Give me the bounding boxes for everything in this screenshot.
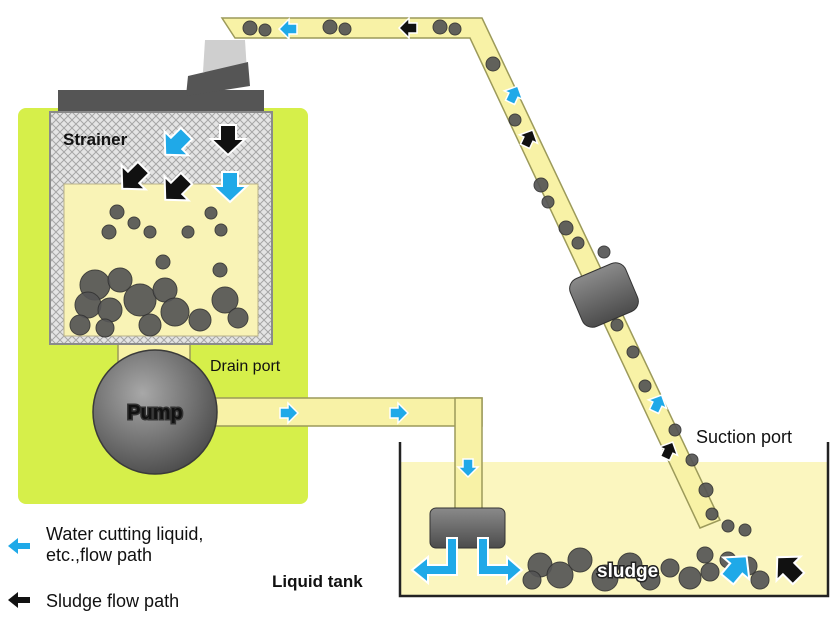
sludge-label: sludge: [597, 561, 658, 582]
sludge-particle: [522, 570, 542, 590]
sludge-particle: [211, 286, 239, 314]
sludge-particle: [738, 523, 752, 537]
pump-body: [92, 349, 218, 475]
sludge-particle: [660, 558, 680, 578]
sludge-particles: [69, 19, 770, 592]
top-pipe-fitting: [186, 40, 250, 96]
sludge-particle: [485, 56, 501, 72]
legend-liquid-label-line1: Water cutting liquid,: [46, 524, 203, 544]
sludge-particle: [188, 308, 212, 332]
sludge-particle: [700, 562, 720, 582]
strainer-label: Strainer: [63, 130, 128, 149]
sludge-particle: [338, 22, 352, 36]
sludge-particle: [127, 216, 141, 230]
sludge-particle: [155, 254, 171, 270]
sludge-particle: [626, 345, 640, 359]
sludge-particle: [558, 220, 574, 236]
pipe-valve: [569, 262, 639, 328]
sludge-particle: [101, 224, 117, 240]
sludge-particle: [696, 546, 714, 564]
discharge-nozzle: [429, 507, 506, 549]
sludge-particle: [591, 564, 619, 592]
sludge-particle: [533, 177, 549, 193]
sludge-particle: [138, 313, 162, 337]
sludge-particle: [721, 519, 735, 533]
sludge-particle: [123, 283, 157, 317]
sludge-particle: [181, 225, 195, 239]
sludge-particle: [204, 206, 218, 220]
sludge-particle: [546, 561, 574, 589]
sludge-particle: [432, 19, 448, 35]
sludge-particle: [448, 22, 462, 36]
sludge-particle: [95, 318, 115, 338]
sludge-particle: [258, 23, 272, 37]
legend-liquid-arrow-icon: [8, 538, 30, 554]
strainer-lid: [58, 90, 264, 112]
discharge-arrows: [410, 537, 524, 586]
sludge-particle: [160, 297, 190, 327]
pump-label: Pump: [127, 402, 183, 424]
sludge-particle: [322, 19, 338, 35]
sludge-particle: [109, 204, 125, 220]
sludge-particle: [698, 482, 714, 498]
sludge-particle: [508, 113, 522, 127]
drain-port-label: Drain port: [210, 358, 281, 375]
tank-wall: [398, 442, 830, 598]
sludge-particle: [567, 547, 593, 573]
sludge-particle: [685, 453, 699, 467]
sludge-particle: [597, 245, 611, 259]
sludge-particle: [638, 379, 652, 393]
sludge-particle: [242, 20, 258, 36]
sludge-particle: [705, 507, 719, 521]
legend: Water cutting liquid, etc.,flow path Slu…: [8, 524, 203, 611]
sludge-particle: [143, 225, 157, 239]
sludge-particle: [227, 307, 249, 329]
liquid-tank-label: Liquid tank: [272, 572, 363, 591]
sludge-particle: [639, 569, 661, 591]
sludge-particle: [69, 314, 91, 336]
sludge-particle: [571, 236, 585, 250]
sludge-particle: [214, 223, 228, 237]
sludge-particle: [668, 423, 682, 437]
legend-sludge-label: Sludge flow path: [46, 591, 179, 611]
sludge-particle: [678, 566, 702, 590]
legend-sludge-arrow-icon: [8, 592, 30, 608]
sludge-particle: [610, 318, 624, 332]
sludge-particle: [617, 552, 643, 578]
sludge-particle: [212, 262, 228, 278]
sludge-particle: [97, 297, 123, 323]
legend-liquid-label-line2: etc.,flow path: [46, 545, 152, 565]
sludge-particle: [541, 195, 555, 209]
sludge-particle: [750, 570, 770, 590]
suction-port-label: Suction port: [696, 427, 792, 447]
sludge-particle: [74, 291, 102, 319]
sludge-particle: [107, 267, 133, 293]
